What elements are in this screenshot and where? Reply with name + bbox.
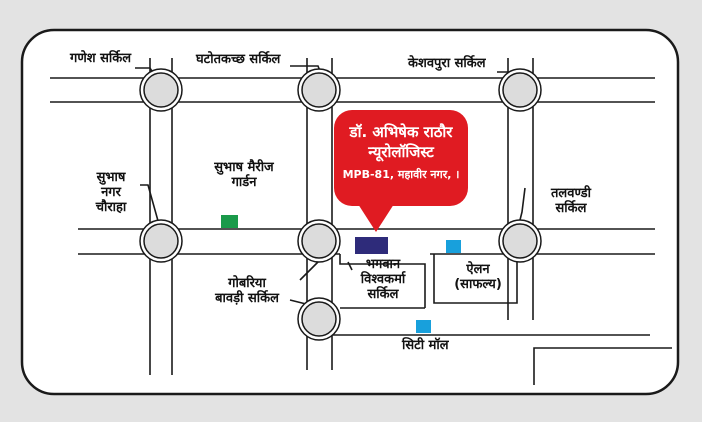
ganesh-circle-roundabout	[139, 68, 183, 112]
doctor-name: डॉ. अभिषेक राठौर	[349, 123, 453, 141]
label-subhash-nagar-line2: नगर	[101, 185, 121, 200]
label-ganesh-circle: गणेश सर्किल	[70, 51, 132, 66]
label-allen-safalya: ऐलन (साफल्य)	[440, 262, 516, 292]
label-gobariya-line1: गोबरिया	[228, 276, 266, 291]
label-subhash-nagar-line1: सुभाष	[96, 170, 126, 185]
subhash-nagar-roundabout	[139, 219, 183, 263]
middle-roundabout	[297, 219, 341, 263]
talwandi-roundabout	[498, 219, 542, 263]
garden-marker-icon	[221, 215, 238, 228]
keshavpura-circle-roundabout	[498, 68, 542, 112]
label-talwandi-circle: तलवण्डी सर्किल	[536, 186, 606, 216]
label-keshavpura-circle: केशवपुरा सर्किल	[408, 56, 486, 71]
label-subhash-marriage-garden-line2: गार्डन	[231, 175, 257, 190]
label-bhagwan-vishwakarma-circle: भगवान विश्वकर्मा सर्किल	[345, 257, 421, 302]
label-gobariya-bawdi-circle: गोबरिया बावड़ी सर्किल	[198, 276, 296, 306]
label-bhagwan-line3: सर्किल	[367, 287, 399, 302]
label-bhagwan-line2: विश्वकर्मा	[360, 272, 406, 287]
label-ghatotkach-circle: घटोतकच्छ सर्किल	[196, 52, 281, 67]
label-subhash-marriage-garden: सुभाष मैरीज गार्डन	[196, 160, 292, 190]
doctor-specialty: न्यूरोलॉजिस्ट	[368, 143, 434, 161]
label-talwandi-line1: तलवण्डी	[551, 186, 591, 201]
label-gobariya-line2: बावड़ी सर्किल	[215, 291, 279, 306]
label-subhash-nagar-line3: चौराहा	[95, 200, 127, 215]
allen-marker-icon	[446, 240, 461, 253]
label-bhagwan-line1: भगवान	[365, 257, 401, 272]
roundabouts	[139, 68, 542, 341]
gobariya-roundabout	[297, 297, 341, 341]
doctor-callout-bubble	[334, 110, 468, 232]
mall-marker-icon	[416, 320, 431, 333]
clinic-marker-icon	[355, 237, 388, 254]
label-subhash-marriage-garden-line1: सुभाष मैरीज	[214, 160, 274, 175]
doctor-address: MPB-81, महावीर नगर, ।	[342, 168, 460, 181]
label-allen-line1: ऐलन	[466, 262, 490, 277]
label-allen-line2: (साफल्य)	[454, 277, 502, 292]
label-talwandi-line2: सर्किल	[555, 201, 587, 216]
doctor-callout: डॉ. अभिषेक राठौर न्यूरोलॉजिस्ट MPB-81, म…	[334, 110, 468, 206]
label-subhash-nagar-chauraha: सुभाष नगर चौराहा	[80, 170, 142, 215]
ghatotkach-circle-roundabout	[297, 68, 341, 112]
label-city-mall: सिटी मॉल	[402, 338, 449, 353]
